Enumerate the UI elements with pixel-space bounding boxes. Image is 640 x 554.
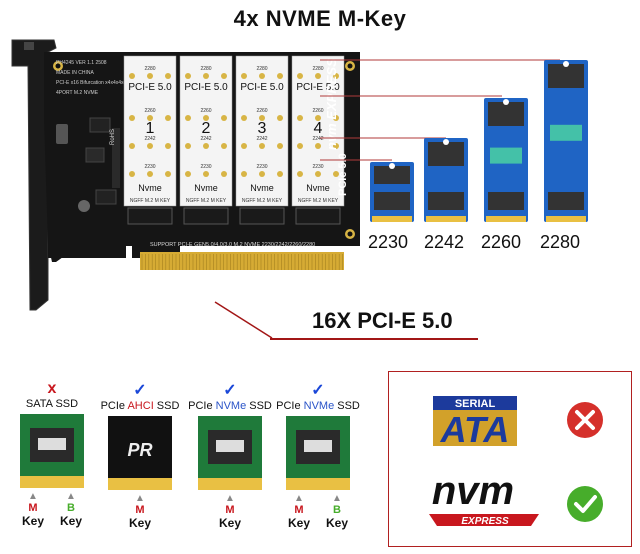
side-brand: nvm EXPRESS PCIe 5.0 [324,58,349,196]
stick-brand-text: PR [127,440,152,460]
pcb-components: PH4245 VER 1.1 2508 MADE IN CHINA PCI-E … [56,60,127,212]
ssd-connector-image [286,416,350,490]
length-mark: 2260 [144,108,155,114]
pcie-leader-line [214,301,273,339]
card-bifurcation-text: PCI-E x16 Bifurcation x4x4x4x4 [56,80,127,86]
support-text: SUPPORT PCI-E GEN5.0/4.0/3.0 M.2 NVME 22… [150,242,315,248]
slot-number: 2 [202,120,211,137]
slot-key-label: NGFF M.2 M KEY [130,198,171,204]
side-brand-nvm: nvm EXPRESS [324,58,339,150]
pcie-label: 16X PCI-E 5.0 [312,308,453,333]
slot-type-label: Nvme [194,183,218,193]
slot-number: 1 [146,120,155,137]
length-mark: 2242 [200,136,211,142]
protocol-logos: SERIAL ATA nvm EXPRESS [429,396,603,527]
protocol-box: SERIAL ATA nvm EXPRESS [388,371,632,547]
slot-type-label: Nvme [138,183,162,193]
length-mark: 2242 [312,136,323,142]
sata-logo-main: ATA [440,409,510,450]
supported-check-icon [567,486,603,522]
sata-logo-top: SERIAL [455,398,496,410]
size-label-2230: 2230 [368,232,409,252]
length-mark: 2260 [200,108,211,114]
cross-icon: x [47,380,57,397]
length-mark: 2260 [256,108,267,114]
pcie-underline [270,338,478,340]
length-mark: 2230 [200,164,211,170]
slot-interface-label: PCI-E 5.0 [296,82,340,93]
rohs-mark: RoHS [110,129,116,145]
slot-type-label: Nvme [250,183,274,193]
length-leader-lines [320,59,560,161]
serial-ata-logo: SERIAL ATA [433,396,517,450]
check-icon: ✓ [311,382,325,399]
length-mark: 2280 [312,66,323,72]
ssd-type-label: SATA SSD [25,398,79,410]
length-mark: 2280 [200,66,211,72]
check-icon: ✓ [223,382,237,399]
nvm-express-logo: nvm EXPRESS [429,469,539,527]
size-label-2260: 2260 [481,232,522,252]
ssd-2260 [484,98,528,222]
ssd-type-label: PCIe NVMe SSD [276,400,360,412]
nvm-logo-sub: EXPRESS [461,516,509,527]
slot-key-label: NGFF M.2 M KEY [298,198,339,204]
ssd-type-label: PCIe NVMe SSD [188,400,272,412]
length-mark: 2230 [144,164,155,170]
slot-key-label: NGFF M.2 M KEY [186,198,227,204]
length-mark: 2260 [312,108,323,114]
slot-type-label: Nvme [306,183,330,193]
length-mark: 2230 [312,164,323,170]
pcie-gold-fingers [140,252,344,270]
card-port-text: 4PORT M.2 NVME [56,90,99,96]
length-mark: 2280 [256,66,267,72]
size-label-2242: 2242 [424,232,465,252]
size-label-2280: 2280 [540,232,581,252]
adapter-card-photo: PH4245 VER 1.1 2508 MADE IN CHINA PCI-E … [11,39,588,311]
card-model-text: PH4245 VER 1.1 2508 [56,60,107,66]
ssd-type-label: PCIe AHCI SSD [100,400,180,412]
ssd-sticks [370,60,588,222]
length-mark: 2242 [256,136,267,142]
length-mark: 2280 [144,66,155,72]
slot-interface-label: PCI-E 5.0 [128,82,172,93]
check-icon: ✓ [133,382,147,399]
ssd-connector-image: PR [108,416,172,490]
slot-interface-label: PCI-E 5.0 [184,82,228,93]
ssd-2230 [370,162,414,222]
slot-key-label: NGFF M.2 M KEY [242,198,283,204]
ssd-connector-image [20,414,84,488]
slot-number: 4 [314,120,323,137]
ssd-2280 [544,60,588,222]
length-mark: 2242 [144,136,155,142]
unsupported-x-icon [567,402,603,438]
length-mark: 2230 [256,164,267,170]
slot-interface-label: PCI-E 5.0 [240,82,284,93]
ssd-connector-image [198,416,262,490]
side-interface-text: PCIe 5.0 [337,153,349,196]
page-title: 4x NVME M-Key [233,6,407,31]
slot-number: 3 [258,120,267,137]
card-made-text: MADE IN CHINA [56,70,94,76]
pcb-mount-holes [53,61,355,239]
nvm-logo-main: nvm [432,469,514,513]
ssd-2242 [424,138,468,222]
